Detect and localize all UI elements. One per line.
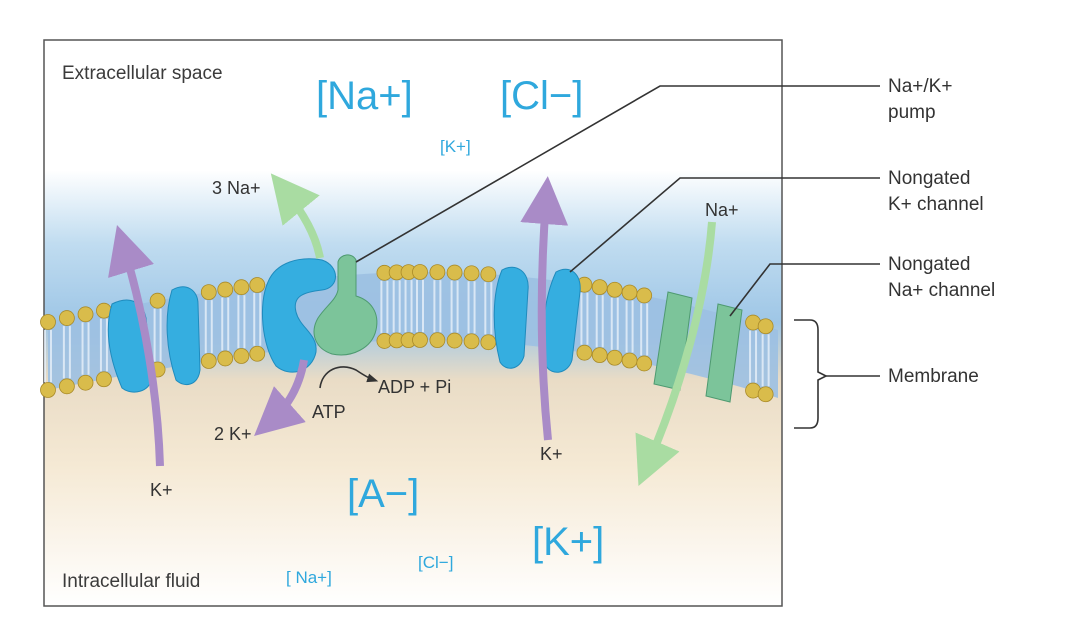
k-leak-arrow-left — [108, 225, 164, 467]
lipid-head — [576, 344, 593, 361]
extracellular-label: Extracellular space — [62, 63, 223, 84]
k-leak-arrow-right — [520, 176, 569, 441]
lipid-head — [621, 284, 638, 301]
na-channel-leader-line — [729, 263, 880, 317]
atp-label: ATP — [312, 402, 346, 422]
lipid-head — [58, 310, 75, 326]
lipid-head — [40, 314, 56, 330]
blue-channel-protein-2 — [493, 266, 529, 369]
pump-leader-line — [355, 85, 880, 263]
membrane-callout: Membrane — [888, 366, 979, 387]
ion-cl-outside: [Cl−] — [500, 74, 583, 118]
lipid-head — [429, 264, 446, 281]
lipid-head — [77, 306, 94, 323]
lipid-head — [40, 382, 56, 398]
na-channel-callout-line2: Na+ channel — [888, 280, 995, 301]
pump-na-out-arrow — [270, 173, 324, 259]
lipid-head — [606, 281, 623, 298]
lipid-head — [606, 349, 623, 366]
lipid-head — [217, 350, 234, 367]
sodium-potassium-pump — [313, 254, 378, 356]
lipid-head — [480, 266, 497, 283]
lipid-head — [412, 332, 428, 348]
k-channel-callout-line1: Nongated — [888, 168, 970, 189]
k-channel-leader-line — [569, 177, 880, 273]
lipid-head — [77, 374, 94, 391]
lipid-head — [429, 332, 446, 349]
ion-na-outside: [Na+] — [316, 74, 413, 118]
lipid-head — [217, 281, 234, 298]
lipid-head — [233, 348, 250, 364]
lipid-head — [200, 353, 217, 369]
ion-na-inside: [ Na+] — [286, 568, 332, 587]
k-right-label: K+ — [540, 444, 563, 464]
lipid-head — [636, 287, 653, 304]
lipid-head — [249, 345, 266, 362]
pump-callout-line2: pump — [888, 102, 936, 123]
na-channel-callout-line1: Nongated — [888, 254, 970, 275]
pump-na-out-label: 3 Na+ — [212, 178, 261, 198]
na-channel-arrow — [635, 221, 716, 487]
pump-k-in-label: 2 K+ — [214, 424, 252, 444]
lipid-head — [463, 265, 480, 282]
lipid-head — [591, 347, 608, 364]
lipid-head — [757, 318, 774, 335]
lipid-head — [621, 352, 638, 369]
lipid-head — [636, 355, 653, 372]
pump-k-in-arrow — [254, 359, 308, 436]
ion-cl-inside: [Cl−] — [418, 553, 453, 572]
atp-hydrolysis-arrow — [319, 366, 379, 389]
lipid-head — [591, 279, 608, 296]
blue-protein-clamp — [261, 258, 336, 373]
k-channel-callout-line2: K+ channel — [888, 194, 984, 215]
lipid-head — [480, 334, 497, 351]
adp-label: ADP + Pi — [378, 377, 451, 397]
lipid-head — [233, 279, 250, 296]
ion-k-outside: [K+] — [440, 137, 471, 156]
lipid-head — [412, 264, 428, 280]
ion-a-inside: [A−] — [347, 472, 419, 516]
na-channel-flow-label: Na+ — [705, 200, 739, 220]
k-left-label: K+ — [150, 480, 173, 500]
lipid-head — [58, 378, 75, 395]
lipid-head — [757, 386, 774, 403]
lipid-head — [96, 371, 112, 388]
membrane-bracket — [794, 319, 828, 429]
pump-callout-line1: Na+/K+ — [888, 76, 952, 97]
lipid-head — [200, 284, 217, 301]
ion-k-inside: [K+] — [532, 520, 604, 564]
intracellular-label: Intracellular fluid — [62, 571, 200, 592]
lipid-head — [149, 292, 166, 309]
lipid-head — [446, 264, 463, 281]
lipid-head — [249, 277, 266, 293]
lipid-head — [463, 333, 480, 350]
lipid-head — [446, 332, 463, 349]
